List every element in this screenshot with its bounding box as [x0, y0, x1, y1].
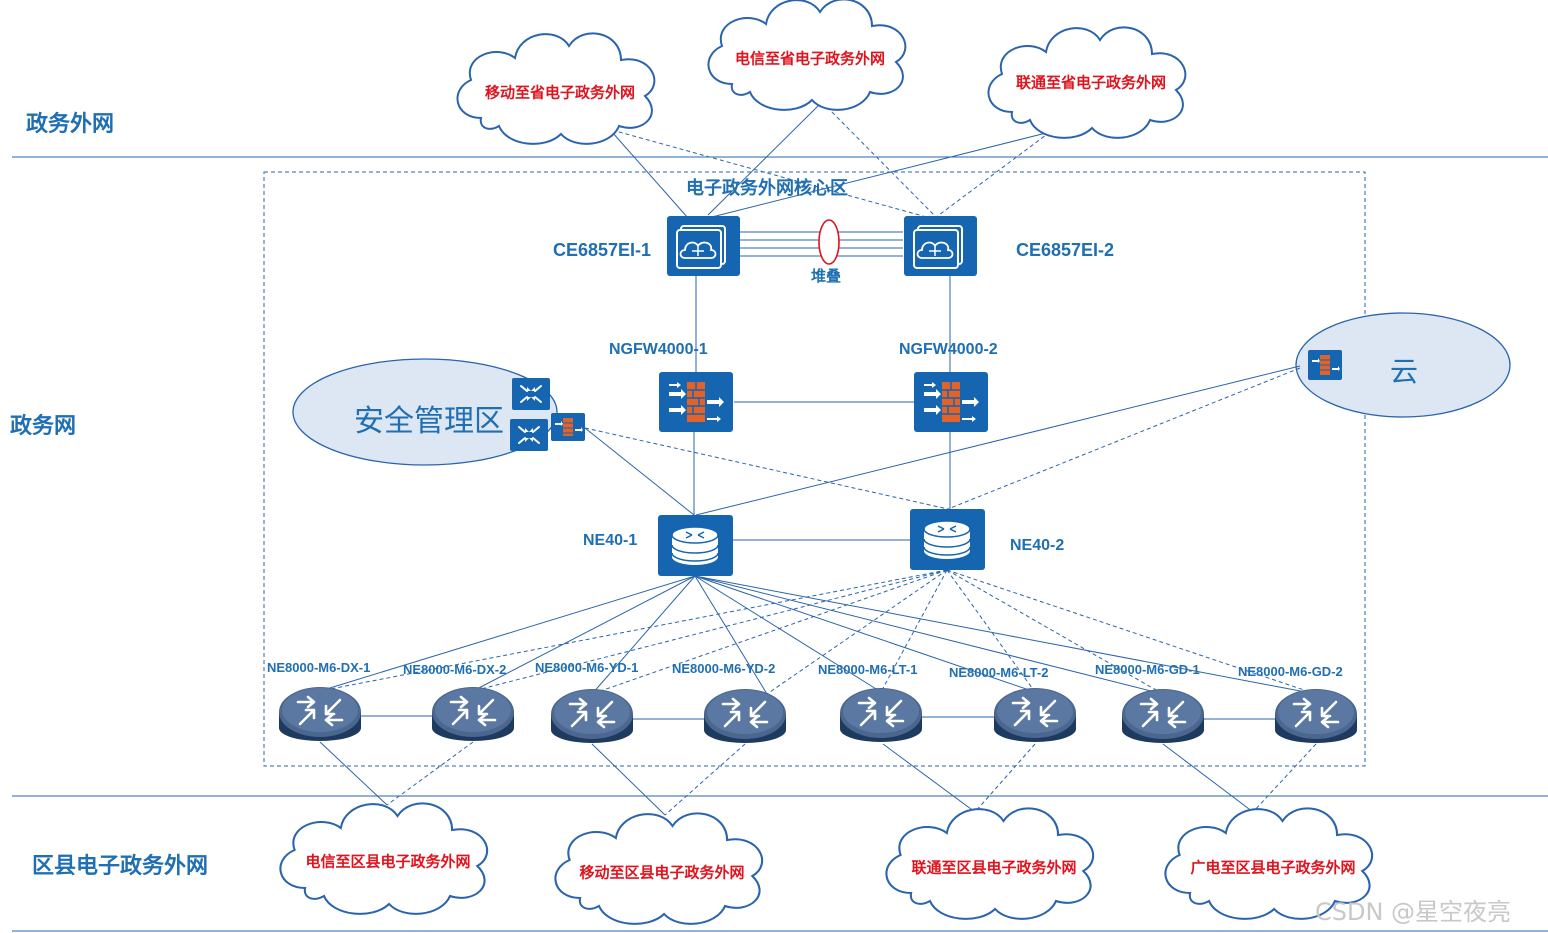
- security-zone-label: 安全管理区: [354, 404, 504, 439]
- ne2-label: NE40-2: [1010, 537, 1065, 554]
- ne40-1-icon: [658, 515, 733, 576]
- access-router-label: NE8000-M6-LT-1: [818, 662, 918, 677]
- cloud-firewall-icon: [1308, 350, 1342, 380]
- ce-switch-2-icon: [904, 216, 977, 276]
- ce1-label: CE6857EI-1: [553, 240, 652, 260]
- core-area-label: 电子政务外网核心区: [686, 178, 848, 198]
- security-firewall-icon: [551, 413, 585, 441]
- cloud-label-telecom-county: 电信至区县电子政务外网: [305, 852, 471, 871]
- cloud-label-mobile-county: 移动至区县电子政务外网: [579, 863, 745, 882]
- stack-oval: [818, 219, 840, 265]
- access-router-label: NE8000-M6-DX-1: [267, 660, 371, 675]
- zone-label-external: 政务外网: [26, 112, 115, 137]
- cloud-label-unicom-province: 联通至省电子政务外网: [1015, 73, 1167, 92]
- zone-label-gov: 政务网: [10, 414, 77, 439]
- cloud-zone-label: 云: [1390, 355, 1419, 388]
- cloud-label-unicom-county: 联通至区县电子政务外网: [911, 858, 1077, 877]
- access-router-4-icon: [702, 687, 788, 745]
- firewall-1-icon: [659, 372, 733, 432]
- access-router-8-icon: [1273, 687, 1359, 745]
- access-router-label: NE8000-M6-GD-1: [1095, 662, 1200, 677]
- cloud-zone-ellipse: [1295, 312, 1511, 418]
- access-router-label: NE8000-M6-YD-1: [535, 660, 639, 675]
- firewall-2-icon: [914, 372, 988, 432]
- cloud-label-broadcast-county: 广电至区县电子政务外网: [1190, 858, 1356, 877]
- access-router-label: NE8000-M6-LT-2: [949, 665, 1049, 680]
- security-zone-ellipse: [292, 358, 558, 466]
- cloud-label-telecom-province: 电信至省电子政务外网: [734, 49, 886, 68]
- access-router-6-icon: [992, 686, 1078, 744]
- ce-switch-1-icon: [667, 216, 740, 276]
- access-router-5-icon: [838, 686, 924, 744]
- ne1-label: NE40-1: [583, 532, 638, 549]
- fw2-label: NGFW4000-2: [899, 341, 998, 358]
- links: [319, 101, 1317, 816]
- fw1-label: NGFW4000-1: [609, 341, 708, 358]
- ce2-label: CE6857EI-2: [1016, 240, 1115, 260]
- zone-label-county: 区县电子政务外网: [32, 854, 209, 879]
- security-switch-2-icon: [510, 419, 548, 451]
- access-router-3-icon: [549, 687, 635, 745]
- ne40-2-icon: [910, 509, 985, 570]
- cloud-label-mobile-province: 移动至省电子政务外网: [484, 83, 636, 102]
- access-router-label: NE8000-M6-GD-2: [1238, 664, 1343, 679]
- access-router-2-icon: [430, 685, 516, 743]
- stack-label: 堆叠: [811, 268, 842, 285]
- access-router-1-icon: [277, 685, 363, 743]
- access-router-label: NE8000-M6-YD-2: [672, 661, 776, 676]
- watermark: CSDN @星空夜亮: [1315, 898, 1512, 926]
- access-router-label: NE8000-M6-DX-2: [403, 662, 507, 677]
- security-switch-1-icon: [512, 378, 550, 410]
- access-router-7-icon: [1120, 687, 1206, 745]
